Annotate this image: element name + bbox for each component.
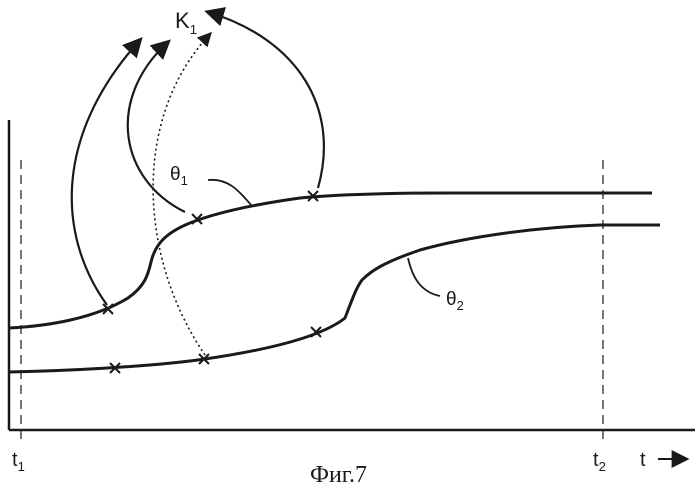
t-axis-label: t: [640, 449, 646, 471]
figure-caption: Фиг.7: [310, 462, 367, 488]
arrow-to-k1-a: [72, 40, 140, 305]
arrow-to-k1-c: [208, 12, 324, 188]
theta1-label: θ1: [170, 164, 188, 188]
theta1-leader: [208, 180, 252, 206]
curve-theta2: [9, 225, 660, 372]
t1-label: t1: [12, 449, 25, 474]
k1-label: K1: [175, 8, 197, 37]
theta2-label: θ2: [446, 289, 464, 313]
arrow-to-k1-b: [128, 42, 185, 212]
theta2-leader: [408, 258, 440, 296]
arrow-to-k1-dotted: [153, 34, 210, 355]
t2-label: t2: [593, 449, 606, 474]
